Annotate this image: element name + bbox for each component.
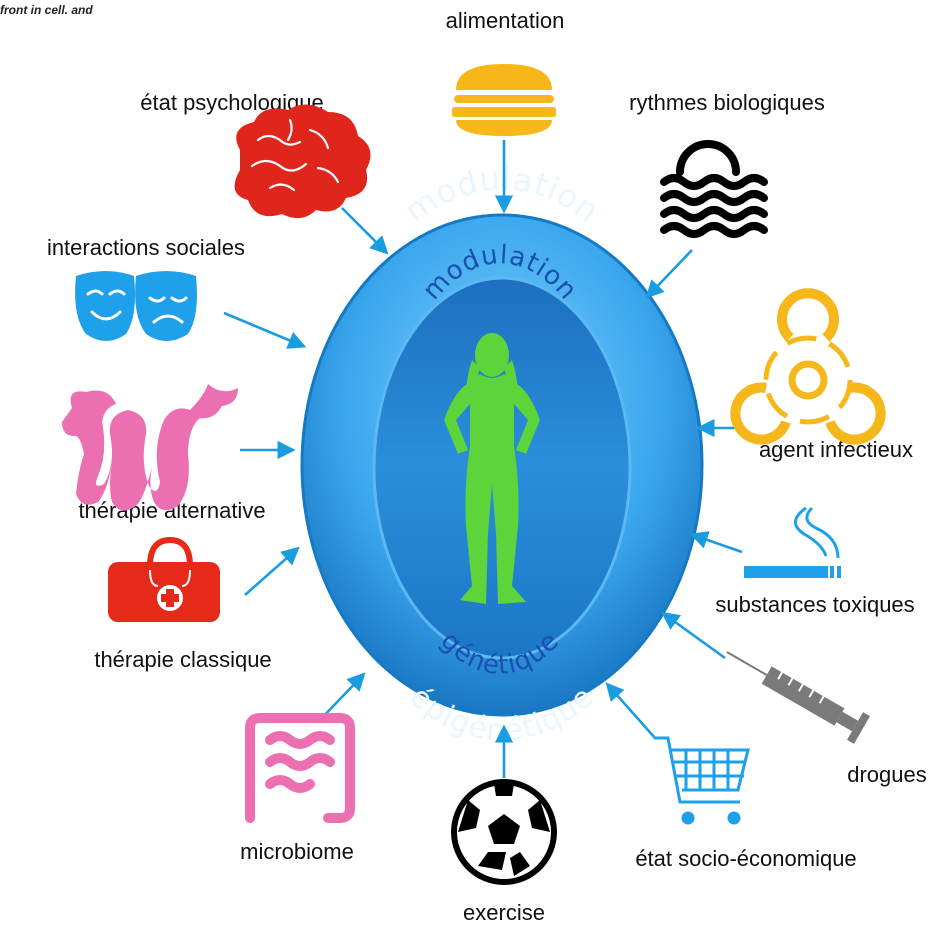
dragon-icon	[62, 384, 238, 511]
corner-note: -front in cell. and	[0, 3, 93, 17]
soccer-ball-icon	[451, 779, 557, 885]
arrow-interactions	[223, 311, 307, 349]
arrow-therapie-cla	[244, 546, 300, 596]
label-interactions: interactions sociales	[47, 235, 245, 260]
label-therapie-cla: thérapie classique	[94, 647, 271, 672]
intestine-icon	[245, 713, 355, 823]
label-microbiome: microbiome	[240, 839, 354, 864]
label-agent: agent infectieux	[759, 437, 913, 462]
label-exercise: exercise	[463, 900, 545, 925]
label-substances: substances toxiques	[715, 592, 914, 617]
shopping-cart-icon	[654, 736, 750, 825]
syringe-icon	[726, 651, 870, 744]
label-drogues: drogues	[847, 762, 927, 787]
arrow-etat-psy	[341, 207, 389, 255]
medkit-icon	[108, 536, 220, 622]
label-rythmes: rythmes biologiques	[629, 90, 825, 115]
factor-labels: alimentation rythmes biologiques état ps…	[47, 8, 927, 925]
burger-icon	[452, 64, 556, 136]
label-socio: état socio-économique	[635, 846, 856, 871]
arrow-substances	[689, 531, 743, 554]
theater-masks-icon	[75, 271, 197, 341]
arrow-socio	[605, 682, 656, 739]
biohazard-icon	[730, 288, 886, 445]
person-icon	[444, 333, 540, 604]
central-rings: modulation épigénétique modulation génét…	[300, 159, 704, 749]
arrow-drogues	[661, 611, 726, 660]
cigarette-icon	[744, 506, 841, 578]
brain-icon	[234, 104, 371, 219]
arrow-rythmes	[645, 249, 693, 299]
waves-icon	[660, 140, 768, 238]
label-alimentation: alimentation	[446, 8, 565, 33]
